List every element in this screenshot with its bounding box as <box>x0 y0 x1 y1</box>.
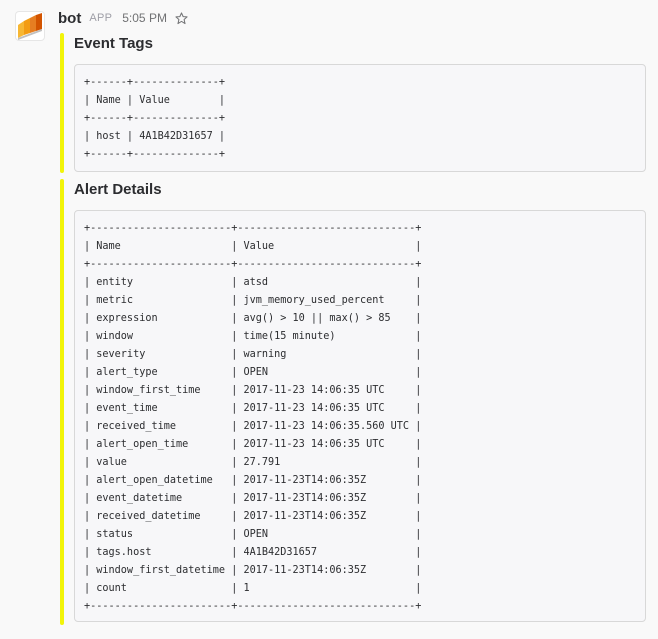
attachment-title: Event Tags <box>74 35 153 52</box>
code-block: +------+--------------+ | Name | Value |… <box>74 64 646 172</box>
bot-avatar-logo-icon <box>18 13 42 40</box>
message-header: bot APP 5:05 PM <box>58 8 188 28</box>
attachment-color-bar <box>60 33 64 173</box>
attachment-color-bar <box>60 179 64 625</box>
attachment-title: Alert Details <box>74 181 162 198</box>
event-tags-table: +------+--------------+ | Name | Value |… <box>84 77 226 160</box>
bot-name[interactable]: bot <box>58 9 82 27</box>
bot-avatar[interactable] <box>15 11 45 41</box>
message-timestamp[interactable]: 5:05 PM <box>122 11 167 25</box>
app-badge: APP <box>89 12 113 24</box>
star-icon[interactable] <box>175 11 188 25</box>
attachment-alert-details: Alert Details +-----------------------+-… <box>60 179 658 625</box>
alert-details-table: +-----------------------+---------------… <box>84 223 422 612</box>
attachment-event-tags: Event Tags +------+--------------+ | Nam… <box>60 33 658 173</box>
code-block: +-----------------------+---------------… <box>74 210 646 622</box>
